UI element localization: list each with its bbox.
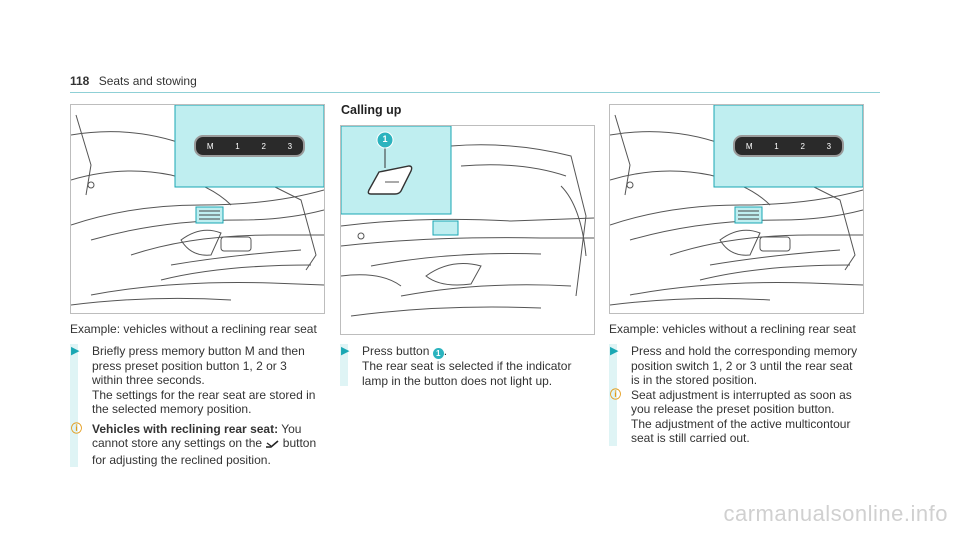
step-highlight-bar <box>70 344 78 467</box>
note-text-1: You cannot store any settings on the <box>92 421 302 451</box>
instructions-column-3: ▶ Press and hold the corresponding memor… <box>609 344 859 446</box>
preset-button-2: 2 <box>261 141 266 151</box>
calling-up-heading: Calling up <box>341 103 402 117</box>
step-arrow-icon: ▶ <box>341 345 350 357</box>
note-text-a: Seat adjustment is interrupted as soon a… <box>631 387 852 417</box>
instructions-column-1: ▶ Briefly press memory button M and then… <box>70 344 320 467</box>
step-text: Briefly press memory button M and then p… <box>92 344 305 387</box>
recline-seat-icon <box>265 438 279 453</box>
page-number: 118 <box>70 74 90 88</box>
step-store-memory: ▶ Briefly press memory button M and then… <box>70 344 320 417</box>
step-arrow-icon: ▶ <box>610 345 619 357</box>
step-result: The rear seat is selected if the indicat… <box>362 359 572 388</box>
figure-caption-right: Example: vehicles without a reclining re… <box>609 322 856 336</box>
page-header: 118 Seats and stowing <box>70 74 197 88</box>
preset-button-3: 3 <box>826 141 832 151</box>
instructions-column-2: ▶ Press button 1. The rear seat is selec… <box>340 344 590 388</box>
step-highlight-bar <box>340 344 348 386</box>
section-title: Seats and stowing <box>98 74 197 88</box>
info-icon: ⓘ <box>610 388 621 401</box>
header-rule <box>70 92 880 93</box>
watermark: carmanualsonline.info <box>723 501 948 526</box>
preset-button-2: 2 <box>800 141 805 151</box>
note-text-2: button for adjusting the reclined positi… <box>92 436 317 467</box>
step-text: Press and hold the corresponding memory … <box>631 344 858 387</box>
step-text: Press button <box>362 344 433 358</box>
memory-button-strip: M 1 2 3 <box>194 135 305 157</box>
memory-button-strip-right: M 1 2 3 <box>733 135 844 157</box>
step-result: The settings for the rear seat are store… <box>92 387 316 417</box>
door-illustration-middle <box>341 126 594 317</box>
figure-caption-left: Example: vehicles without a reclining re… <box>70 322 317 336</box>
step-arrow-icon: ▶ <box>71 345 80 357</box>
memory-button-m: M <box>745 141 753 151</box>
preset-button-1: 1 <box>774 141 779 151</box>
callout-1-badge: 1 <box>432 348 444 359</box>
note-adjustment: ⓘ Seat adjustment is interrupted as soon… <box>609 388 859 446</box>
note-text-b: The adjustment of the active multicontou… <box>631 416 851 446</box>
step-highlight-bar <box>609 344 617 446</box>
figure-door-calling-up: 1 <box>340 125 595 335</box>
note-bold: Vehicles with reclining rear seat: <box>92 421 279 436</box>
info-icon: ⓘ <box>71 422 82 435</box>
note-reclining-seat: ⓘ Vehicles with reclining rear seat: You… <box>70 422 320 468</box>
memory-button-m: M <box>206 141 214 151</box>
figure-door-memory-left: M 1 2 3 <box>70 104 325 314</box>
figure-door-memory-right: M 1 2 3 <box>609 104 864 314</box>
step-call-up: ▶ Press button 1. The rear seat is selec… <box>340 344 590 388</box>
preset-button-3: 3 <box>287 141 293 151</box>
callout-1-label: 1 <box>382 134 388 144</box>
preset-button-1: 1 <box>235 141 240 151</box>
step-recall-position: ▶ Press and hold the corresponding memor… <box>609 344 859 388</box>
